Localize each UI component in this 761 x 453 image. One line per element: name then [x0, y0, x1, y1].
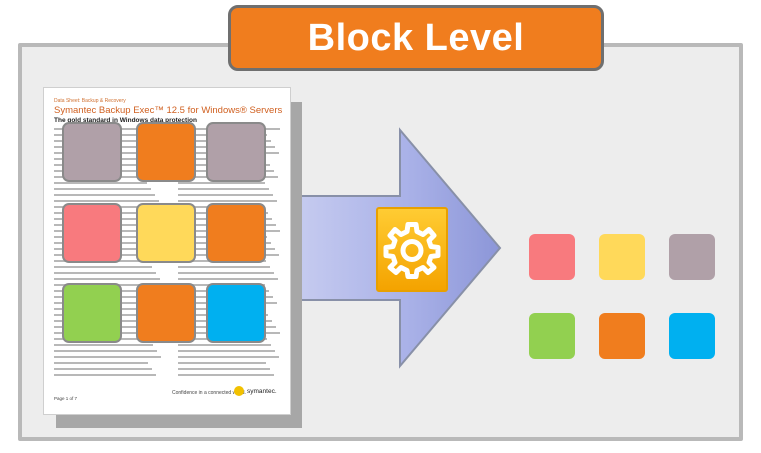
- document-text-line: [54, 356, 161, 358]
- title-tab: Block Level: [228, 5, 604, 71]
- document-text-line: [54, 374, 156, 376]
- document-subtitle: The gold standard in Windows data protec…: [54, 117, 197, 124]
- document-text-line: [178, 278, 278, 280]
- data-block-orange: [136, 122, 196, 182]
- document-text-line: [54, 350, 157, 352]
- document-page-number: Page 1 of 7: [54, 396, 78, 401]
- document-text-line: [54, 368, 152, 370]
- document-text-line: [178, 266, 270, 268]
- output-block-blue: [669, 313, 715, 359]
- document-text-line: [54, 194, 155, 196]
- data-block-orange: [136, 283, 196, 343]
- document-text-line: [54, 200, 159, 202]
- data-block-blue: [206, 283, 266, 343]
- document-text-line: [54, 362, 148, 364]
- document-text-line: [54, 266, 152, 268]
- document-text-line: [54, 272, 156, 274]
- data-block-yellow: [136, 203, 196, 263]
- output-block-orange: [599, 313, 645, 359]
- data-block-green: [62, 283, 122, 343]
- data-block-mauve: [206, 122, 266, 182]
- document-text-line: [178, 182, 265, 184]
- output-block-green: [529, 313, 575, 359]
- document-text-line: [178, 368, 270, 370]
- document-text-line: [178, 194, 273, 196]
- output-block-yellow: [599, 234, 645, 280]
- document-text-line: [178, 356, 279, 358]
- output-block-mauve: [669, 234, 715, 280]
- document-text-line: [178, 200, 277, 202]
- data-block-pink: [62, 203, 122, 263]
- symantec-logo-text: symantec.: [247, 387, 277, 395]
- gear-icon: [376, 207, 448, 292]
- document-text-line: [178, 350, 275, 352]
- document-text-line: [54, 182, 147, 184]
- symantec-logo: symantec.: [234, 386, 277, 396]
- document-text-line: [54, 344, 153, 346]
- document-tagline: Confidence in a connected world.: [172, 390, 246, 396]
- symantec-logo-icon: [234, 386, 244, 396]
- data-block-orange: [206, 203, 266, 263]
- data-block-mauve: [62, 122, 122, 182]
- document-title: Symantec Backup Exec™ 12.5 for Windows® …: [54, 105, 283, 116]
- document-text-line: [54, 278, 160, 280]
- document-text-line: [178, 362, 266, 364]
- document-text-line: [178, 188, 269, 190]
- output-block-pink: [529, 234, 575, 280]
- document-text-line: [54, 188, 151, 190]
- document-text-line: [178, 374, 274, 376]
- document-label: Data Sheet: Backup & Recovery: [54, 98, 126, 104]
- document-text-line: [178, 272, 274, 274]
- document-text-line: [178, 344, 271, 346]
